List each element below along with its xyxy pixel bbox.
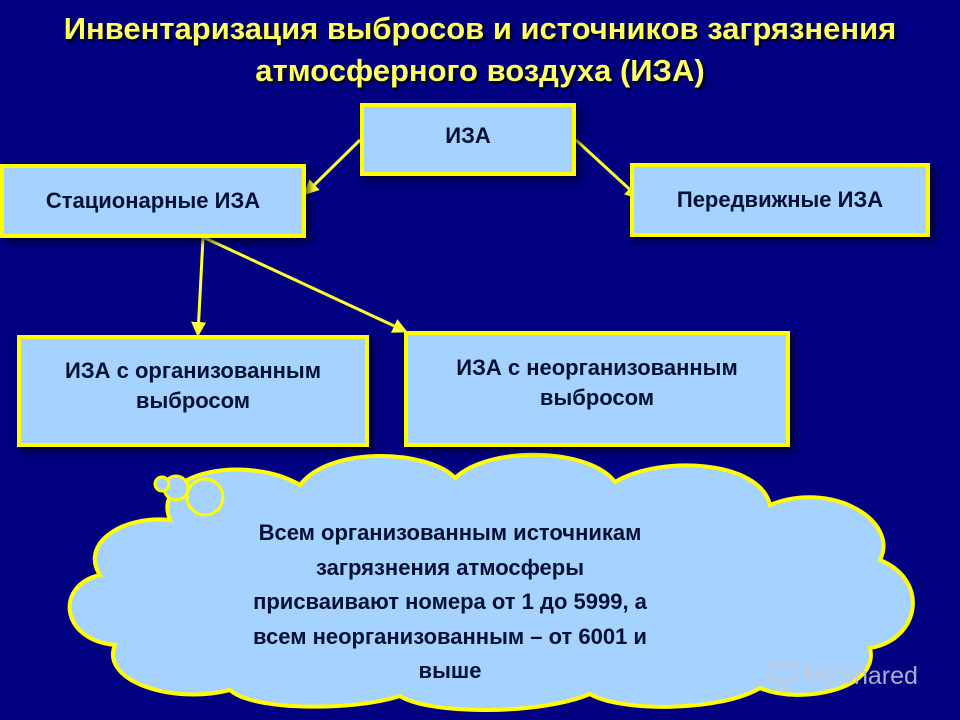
node-stationary: Стационарные ИЗА	[0, 164, 306, 238]
watermark: MyShared	[768, 656, 918, 696]
node-mobile-label: Передвижные ИЗА	[676, 187, 884, 212]
presentation-icon	[769, 662, 797, 690]
cloud-bubble-large	[185, 477, 225, 517]
node-iza-label: ИЗА	[445, 122, 491, 148]
node-organized-line-2: выбросом	[135, 388, 251, 413]
arrow-stationary-to-unorganized	[204, 236, 408, 333]
node-organized: ИЗА с организованным выбросом	[17, 335, 369, 447]
node-unorganized: ИЗА с неорганизованным выбросом	[404, 331, 790, 447]
title-line-2: атмосферного воздуха (ИЗА)	[255, 53, 705, 88]
note-cloud-shape	[67, 452, 915, 712]
node-unorganized-line-1: ИЗА с неорганизованным	[456, 355, 738, 380]
node-stationary-label: Стационарные ИЗА	[45, 188, 261, 213]
note-line-4: всем неорганизованным – от 6001 и	[253, 623, 647, 649]
node-iza: ИЗА	[360, 103, 576, 176]
node-mobile: Передвижные ИЗА	[630, 163, 930, 237]
arrow-root-to-stationary	[303, 138, 362, 196]
slide-title: Инвентаризация выбросов и источников заг…	[0, 8, 960, 92]
watermark-text: MyShared	[804, 661, 918, 690]
node-unorganized-line-2: выбросом	[539, 385, 655, 410]
note-line-2: загрязнения атмосферы	[315, 554, 585, 580]
note-line-1: Всем организованным источникам	[258, 520, 642, 545]
note-line-3: присваивают номера от 1 до 5999, а	[253, 589, 647, 614]
note-line-5: выше	[418, 658, 482, 683]
arrow-stationary-to-organized	[191, 237, 207, 337]
node-organized-line-1: ИЗА с организованным	[65, 358, 321, 383]
title-line-1: Инвентаризация выбросов и источников заг…	[63, 11, 897, 46]
cloud-bubble-small	[153, 475, 171, 493]
arrow-root-to-mobile	[574, 138, 641, 200]
note-text: Всем организованным источникам загрязнен…	[160, 516, 740, 689]
